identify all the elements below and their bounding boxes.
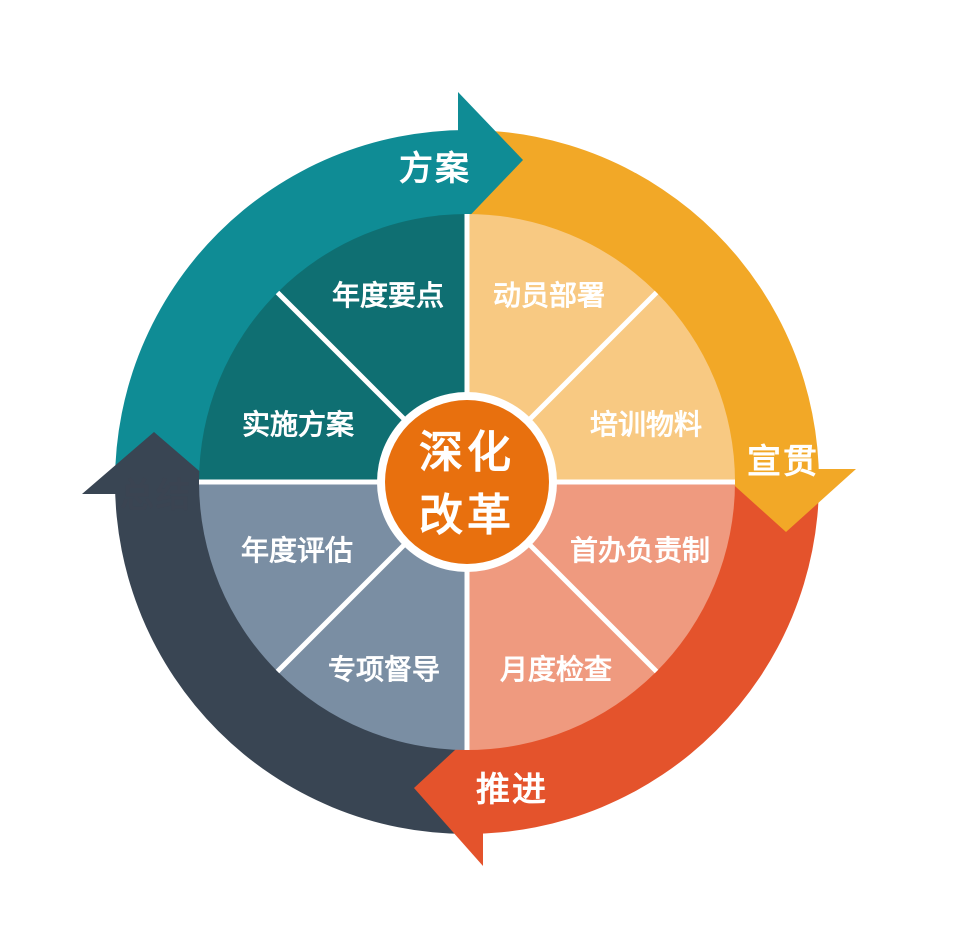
- ring-segment-plan: [115, 130, 467, 482]
- divider-line: [523, 290, 659, 426]
- step-label-mobilization: 动员部署: [493, 279, 605, 312]
- arrow-head-plan: [458, 92, 523, 228]
- ring-segment-advance: [467, 482, 819, 834]
- step-label-special-supervision: 专项督导: [328, 653, 440, 686]
- divider-line: [275, 538, 411, 674]
- phase-label-publicize: 宣贯: [747, 442, 819, 482]
- center-label-line2: 改革: [419, 490, 515, 541]
- arrow-head-summarize: [82, 432, 226, 494]
- center-label-line1: 深化: [419, 427, 515, 478]
- phase-label-summarize: 总结: [120, 476, 192, 516]
- arrow-head-advance: [414, 724, 483, 866]
- step-label-annual-assessment: 年度评估: [241, 534, 353, 567]
- ring-segment-summarize: [115, 482, 467, 834]
- step-label-annual-points: 年度要点: [332, 279, 444, 312]
- step-label-monthly-check: 月度检查: [499, 653, 612, 686]
- step-label-implementation-plan: 实施方案: [242, 408, 355, 441]
- divider-line: [275, 290, 411, 426]
- divider-line: [523, 538, 659, 674]
- center-core: [385, 400, 549, 564]
- sector-dividers: [199, 214, 735, 750]
- outer-cycle-ring: [82, 92, 856, 866]
- phase-label-plan: 方案: [399, 149, 471, 189]
- step-label-first-responsibility: 首办负责制: [570, 534, 710, 567]
- ring-segment-publicize: [467, 130, 819, 482]
- phase-label-advance: 推进: [476, 770, 548, 810]
- step-label-training-materials: 培训物料: [590, 408, 702, 441]
- arrow-head-publicize: [716, 469, 856, 532]
